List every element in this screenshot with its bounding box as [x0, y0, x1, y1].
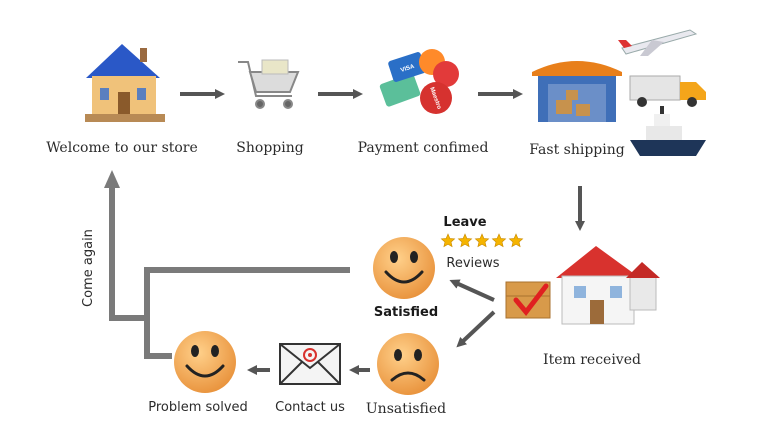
item-received-house-icon — [556, 246, 660, 325]
warehouse-icon — [532, 61, 622, 122]
review-leave-label: Leave — [443, 215, 486, 230]
visa-card-text: VISA — [400, 64, 416, 74]
come-again-arrowhead — [104, 170, 120, 188]
star-icon — [474, 233, 490, 248]
step-unsatisfied-label: Unsatisfied — [366, 401, 446, 417]
flow-arrows — [180, 89, 585, 375]
ship-icon — [630, 106, 706, 156]
sad-smiley-icon — [377, 333, 439, 395]
store-house-icon — [85, 44, 165, 122]
review-reviews-label: Reviews — [446, 256, 499, 271]
star-icon — [508, 233, 524, 248]
step-received-label: Item received — [543, 352, 641, 368]
step-shipping-label: Fast shipping — [529, 142, 624, 158]
solved-smiley-icon — [174, 331, 236, 393]
step-welcome-label: Welcome to our store — [46, 140, 198, 156]
package-icon — [505, 281, 551, 319]
come-again-label: Come again — [81, 229, 96, 307]
step-contact-label: Contact us — [275, 400, 345, 415]
shopping-cart-icon — [238, 59, 300, 109]
step-satisfied-label: Satisfied — [374, 305, 438, 320]
truck-icon — [629, 75, 706, 107]
star-icon — [440, 233, 456, 248]
review-stars — [440, 233, 524, 248]
credit-cards-icon: VISA Maestro — [379, 49, 459, 114]
airplane-icon — [618, 29, 698, 56]
happy-smiley-icon — [373, 237, 435, 299]
come-again-path — [109, 186, 350, 359]
arrow-received-to-unsatisfied — [456, 310, 496, 348]
arrow-received-to-satisfied — [449, 279, 495, 302]
step-payment-label: Payment confimed — [358, 140, 489, 156]
star-icon — [457, 233, 473, 248]
star-icon — [491, 233, 507, 248]
step-shopping-label: Shopping — [236, 140, 303, 156]
envelope-icon — [279, 343, 341, 385]
step-solved-label: Problem solved — [148, 400, 248, 415]
